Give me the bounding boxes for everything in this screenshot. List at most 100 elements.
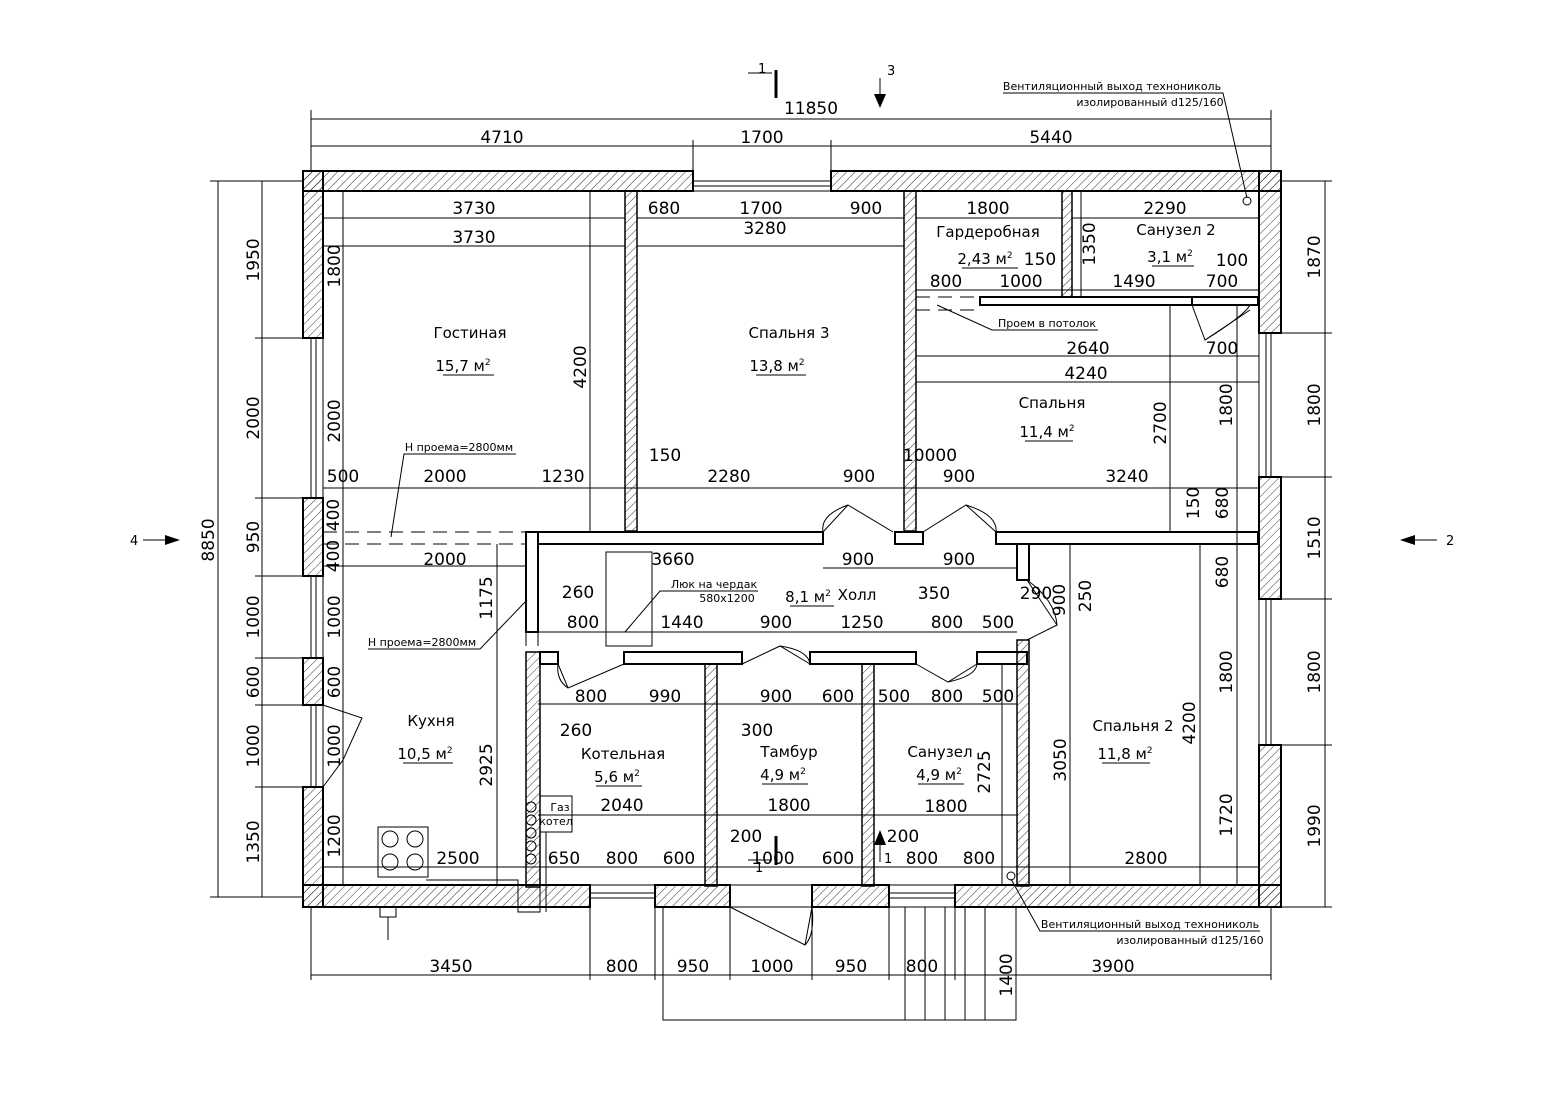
dim-text: 100 [1216,251,1248,271]
room-area-spalnya: 11,4 м2 [1019,423,1074,441]
note-vent-top-1: Вентиляционный выход технониколь [1003,80,1221,93]
dim-text: 800 [575,687,607,707]
room-name-kuhnya: Кухня [407,712,454,730]
dim-text: 290 [1020,584,1052,604]
dim-text: 150 [1184,487,1204,519]
dim-text: 1000 [751,849,794,869]
dim-text: 2000 [325,399,345,442]
dim-text: 500 [878,687,910,707]
dim-text: 11850 [784,99,838,119]
dim-text: 2700 [1151,401,1171,444]
dim-text: 900 [760,613,792,633]
dim-text: 680 [1213,556,1233,588]
dim-text: 2040 [600,796,643,816]
dim-text: 800 [606,849,638,869]
dim-text: 1950 [244,238,264,281]
dim-text: 1250 [840,613,883,633]
annotations: Вентиляционный выход технониколь изолиро… [368,80,1264,947]
dim-text: 600 [822,687,854,707]
dim-text: 1700 [740,128,783,148]
dim-text: 1350 [1080,222,1100,265]
inner-face-lines [322,190,1260,886]
dim-text: 400 [324,540,344,572]
room-area-sanuzel2: 3,1 м2 [1147,248,1193,266]
dashed-openings [323,296,980,652]
dim-text: 1000 [325,595,345,638]
room-name-kotelnaya: Котельная [581,745,665,763]
dim-text: 8850 [199,518,219,561]
dim-text: 900 [843,467,875,487]
note-vent-top-2: изолированный d125/160 [1076,96,1223,109]
dim-text: 3660 [651,550,694,570]
dim-text: 1000 [325,724,345,767]
dim-text: 2000 [423,550,466,570]
dim-text: 800 [567,613,599,633]
section-marks [143,70,1437,865]
dim-text: 1800 [325,244,345,287]
room-area-tambur: 4,9 м2 [760,766,806,784]
dim-text: 2280 [707,467,750,487]
dim-text: 680 [1213,487,1233,519]
dim-text: 1800 [1305,650,1325,693]
dims-bottom: 3450 800 950 1000 950 800 1400 3900 [429,953,1134,996]
dim-text: 800 [963,849,995,869]
note-vent-bottom-1: Вентиляционный выход технониколь [1041,918,1259,931]
dim-text: 4200 [1180,701,1200,744]
dim-text: 950 [835,957,867,977]
dim-text: 900 [842,550,874,570]
dim-text: 600 [822,849,854,869]
dim-text: 260 [560,721,592,741]
dim-text: 800 [606,957,638,977]
dim-text: 300 [741,721,773,741]
dim-text: 500 [982,687,1014,707]
dim-text: 1990 [1305,804,1325,847]
room-labels: Гостиная 15,7 м2 Спальня 3 13,8 м2 Гарде… [397,221,1216,787]
section-top-1: 1 [758,62,766,77]
section-top-3: 3 [887,64,895,79]
dim-text: 350 [918,584,950,604]
dim-text: 260 [562,583,594,603]
dim-text: 3900 [1091,957,1134,977]
dim-text: 2725 [975,750,995,793]
section-bottom-1a: 1 [755,861,763,876]
dim-text: 1800 [924,797,967,817]
dim-text: 500 [327,467,359,487]
dim-text: 1800 [1217,650,1237,693]
dim-text: 800 [906,957,938,977]
section-labels: 1 3 4 2 1 1 [130,62,1454,876]
dim-text: 5440 [1029,128,1072,148]
room-name-sanuzel: Санузел [907,743,972,761]
note-h-opening-bottom: Н проема=2800мм [368,636,476,649]
room-area-kuhnya: 10,5 м2 [397,745,452,763]
dims-inner-vertical: 1800 4200 1350 2000 400 400 1000 600 100… [324,222,1237,857]
dim-text: 800 [906,849,938,869]
section-left-4: 4 [130,534,138,549]
dim-text: 3730 [452,199,495,219]
dim-text: 700 [1206,339,1238,359]
dimension-lines [210,110,1332,980]
dim-text: 4240 [1064,364,1107,384]
dim-text: 2500 [436,849,479,869]
windows [310,180,1272,899]
room-area-kotelnaya: 5,6 м2 [594,768,640,786]
dim-text: 1800 [1217,383,1237,426]
fixtures [377,196,1252,940]
dim-text: 3240 [1105,467,1148,487]
dim-text: 700 [1206,272,1238,292]
dim-text: 650 [548,849,580,869]
dim-text: 800 [931,613,963,633]
dims-inner-horizontal: 3730 680 1700 900 1800 2290 3730 3280 15… [327,199,1248,869]
dim-text: 1800 [1305,383,1325,426]
room-area-sanuzel: 4,9 м2 [916,766,962,784]
room-name-sanuzel2: Санузел 2 [1136,221,1215,239]
dim-text: 400 [324,499,344,531]
dim-text: 600 [244,666,264,698]
dim-text: 900 [943,467,975,487]
dims-left: 8850 1950 2000 950 1000 600 1000 1350 [199,238,264,863]
interior-walls [525,190,1259,888]
dim-text: 1510 [1305,516,1325,559]
dim-text: 2640 [1066,339,1109,359]
dim-text: 900 [760,687,792,707]
room-area-garderobnaya: 2,43 м2 [957,250,1012,268]
